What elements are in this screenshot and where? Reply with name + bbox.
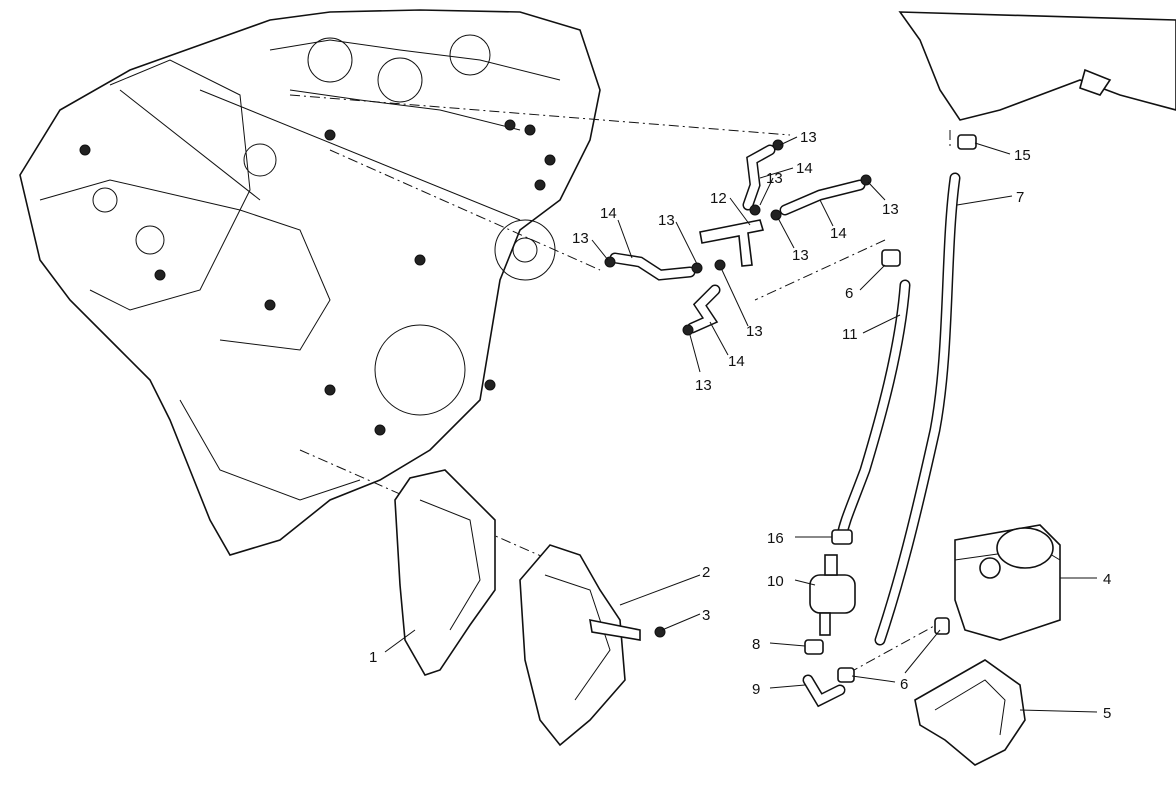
reservoir-4: [954, 524, 1061, 641]
callout-2: 2: [702, 564, 710, 581]
callout-13: 13: [800, 129, 817, 146]
bracket-5: [914, 659, 1026, 766]
frame-part: [898, 11, 1176, 121]
callout-13: 13: [695, 377, 712, 394]
callout-4: 4: [1103, 571, 1111, 588]
spacer-16: [831, 529, 853, 545]
callout-13: 13: [882, 201, 899, 218]
callout-15: 15: [1014, 147, 1031, 164]
callout-13: 13: [766, 170, 783, 187]
callout-14: 14: [600, 205, 617, 222]
callout-labels: 13 14 13 12 13 14 13 14 13 13 6 7 15 11 …: [369, 129, 1111, 722]
callout-3: 3: [702, 607, 710, 624]
callout-10: 10: [767, 573, 784, 590]
callout-1: 1: [369, 649, 377, 666]
callout-7: 7: [1016, 189, 1024, 206]
callout-14: 14: [728, 353, 745, 370]
callout-12: 12: [710, 190, 727, 207]
engine-block: [19, 9, 601, 556]
cover-1: [394, 469, 496, 676]
callout-13: 13: [658, 212, 675, 229]
callout-13: 13: [572, 230, 589, 247]
callout-14: 14: [796, 160, 813, 177]
filter-10: [809, 554, 856, 636]
leader-lines: [384, 136, 1098, 713]
callout-6: 6: [845, 285, 853, 302]
callout-11: 11: [842, 326, 858, 343]
callout-13: 13: [746, 323, 763, 340]
callout-16: 16: [767, 530, 784, 547]
hose-clamps: [604, 139, 872, 336]
t-fitting: [699, 219, 765, 267]
breather-hoses: [609, 144, 866, 334]
callout-8: 8: [752, 636, 760, 653]
callout-9: 9: [752, 681, 760, 698]
callout-5: 5: [1103, 705, 1111, 722]
callout-6: 6: [900, 676, 908, 693]
callout-13: 13: [792, 247, 809, 264]
cover-2: [519, 544, 626, 747]
callout-14: 14: [830, 225, 847, 242]
